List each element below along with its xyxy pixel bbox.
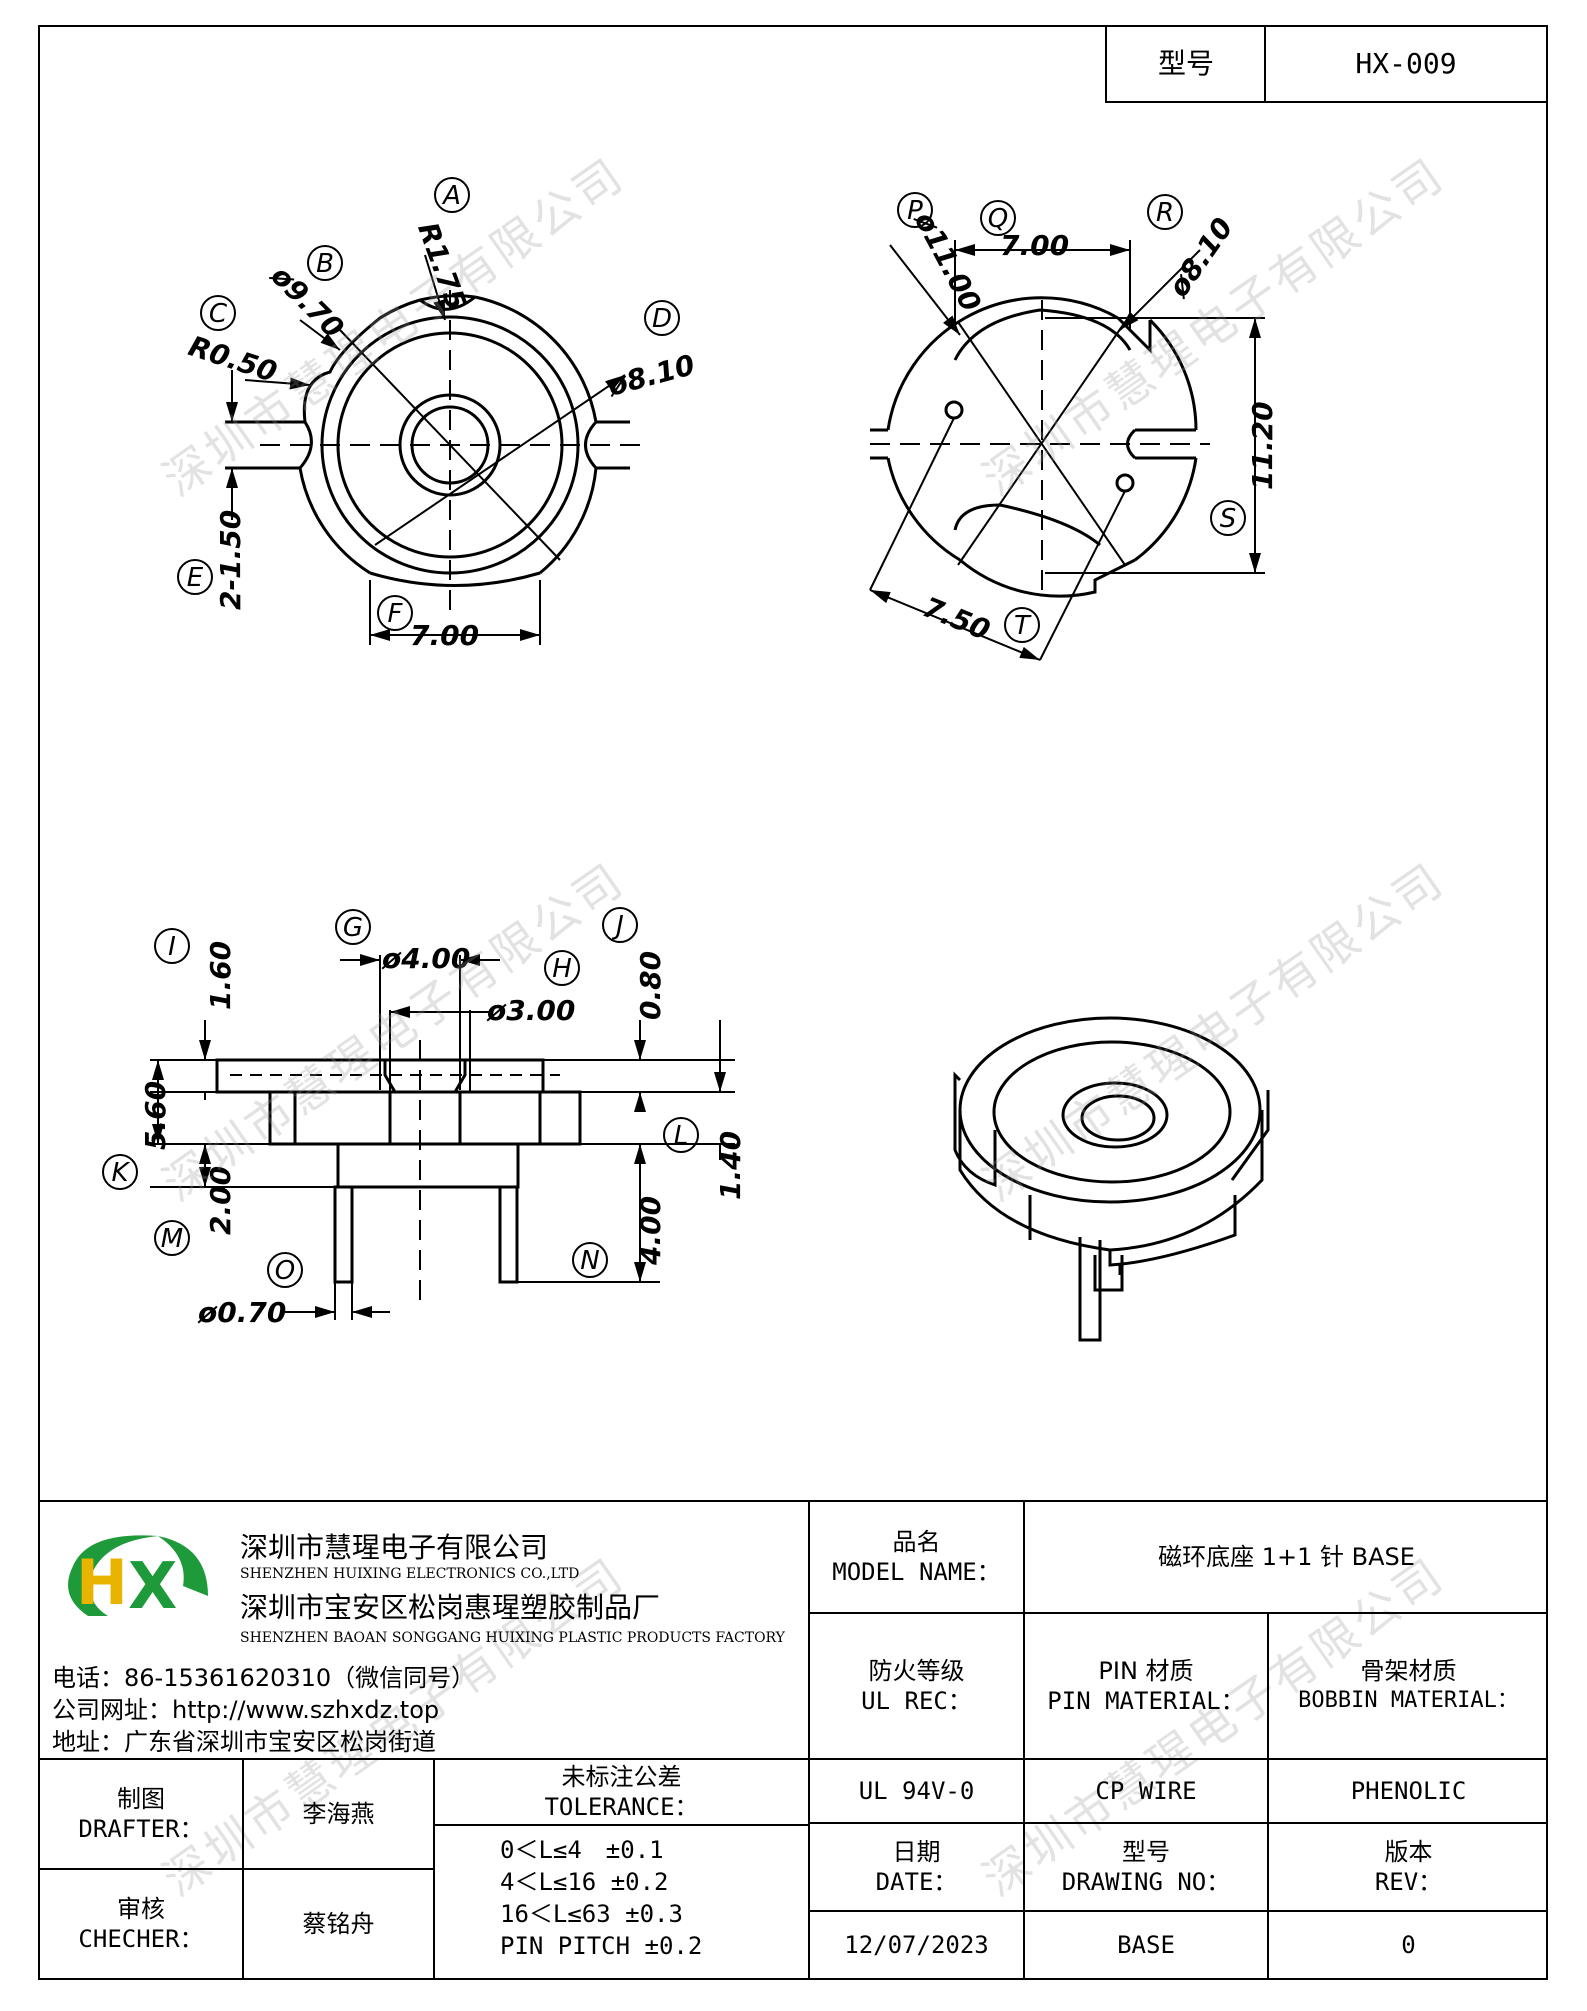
tolerance-row: PIN PITCH ±0.2	[500, 1932, 703, 1960]
svg-text:X: X	[128, 1550, 177, 1624]
label-s: S	[1220, 504, 1237, 534]
model-name-label: 品名 MODEL NAME：	[832, 1528, 1001, 1586]
tolerance-row: 4＜L≤16 ±0.2	[500, 1868, 669, 1896]
label-n: N	[580, 1246, 599, 1276]
drafter-name: 李海燕	[302, 1800, 375, 1828]
label-r: R	[1156, 198, 1174, 228]
model-box-label: 型号	[1157, 47, 1214, 80]
model-box-value: HX-009	[1355, 47, 1457, 80]
tolerance-label: 未标注公差 TOLERANCE：	[544, 1763, 699, 1821]
date-label: 日期 DATE：	[875, 1838, 958, 1896]
factory-name-cn: 深圳市宝安区松岗惠瑆塑胶制品厂	[240, 1591, 661, 1624]
factory-name-en: SHENZHEN BAOAN SONGGANG HUIXING PLASTIC …	[240, 1630, 785, 1646]
dim-w750: 7.50	[918, 590, 994, 646]
label-k: K	[111, 1158, 130, 1188]
checker-label: 审核 CHECHER：	[78, 1895, 204, 1953]
ul-rec-label: 防火等级 UL REC：	[861, 1657, 972, 1715]
company-address: 地址：广东省深圳市宝安区松岗街道	[52, 1728, 436, 1756]
top-view-left	[225, 294, 630, 587]
model-name-value: 磁环底座 1+1 针 BASE	[1158, 1543, 1415, 1571]
model-box: 型号 HX-009	[1105, 25, 1548, 103]
label-d: D	[652, 304, 672, 334]
label-q: Q	[988, 204, 1008, 234]
dim-d810: ø8.10	[603, 348, 698, 403]
label-m: M	[161, 1224, 183, 1254]
pin-material-label: PIN 材质 PIN MATERIAL：	[1047, 1657, 1245, 1715]
dim-w700-left: 7.00	[410, 619, 479, 652]
drawing-no-value: BASE	[1117, 1931, 1175, 1959]
label-g: G	[343, 913, 363, 943]
top-view-right	[870, 296, 1198, 598]
dim-d300: ø3.00	[486, 994, 575, 1027]
dim-d400: ø4.00	[381, 942, 470, 975]
company-logo: H X	[48, 1516, 218, 1636]
label-i: I	[168, 932, 176, 962]
tolerance-list: 0＜L≤4 ±0.1 4＜L≤16 ±0.2 16＜L≤63 ±0.3 PIN …	[500, 1834, 800, 1962]
company-name-en: SHENZHEN HUIXING ELECTRONICS CO.,LTD	[240, 1566, 580, 1582]
svg-text:H: H	[76, 1546, 128, 1619]
date-value: 12/07/2023	[844, 1931, 989, 1959]
dim-d970: ø9.70	[264, 258, 350, 344]
tolerance-row: 0＜L≤4 ±0.1	[500, 1836, 664, 1864]
technical-drawing: R1.75 ø9.70 R0.50 ø8.10 2-1.50 7.00 A B …	[102, 177, 1279, 1342]
company-website: 公司网址：http://www.szhxdz.top	[52, 1696, 440, 1724]
company-phone: 电话：86-15361620310（微信同号）	[52, 1664, 476, 1692]
dim-h1120: 11.20	[1246, 401, 1279, 490]
rev-label: 版本 REV：	[1374, 1838, 1443, 1896]
bobbin-material-value: PHENOLIC	[1350, 1777, 1467, 1805]
label-e: E	[187, 563, 204, 593]
label-t: T	[1014, 611, 1032, 641]
label-h: H	[552, 954, 572, 984]
label-o: O	[275, 1256, 295, 1286]
isometric-view	[953, 1016, 1270, 1342]
dim-h080: 0.80	[634, 951, 667, 1020]
label-p: P	[907, 196, 923, 226]
dim-w150: 2-1.50	[214, 510, 247, 610]
dim-w700-right: 7.00	[1000, 229, 1069, 262]
dim-h400: 4.00	[634, 1196, 667, 1266]
drafter-label: 制图 DRAFTER：	[78, 1785, 204, 1843]
dim-h140: 1.40	[714, 1131, 747, 1200]
company-name-cn: 深圳市慧瑆电子有限公司	[240, 1531, 549, 1564]
label-c: C	[209, 299, 228, 329]
label-l: L	[674, 1121, 689, 1151]
label-b: B	[316, 249, 334, 279]
drawing-no-label: 型号 DRAWING NO：	[1061, 1838, 1231, 1896]
dim-h560: 5.60	[139, 1081, 172, 1150]
dim-d070: ø0.70	[197, 1296, 286, 1329]
title-block: H X 深圳市慧瑆电子有限公司 SHENZHEN HUIXING ELECTRO…	[38, 1500, 1548, 1980]
dim-h160: 1.60	[204, 941, 237, 1010]
dim-h200: 2.00	[204, 1166, 237, 1235]
checker-name: 蔡铭舟	[302, 1910, 375, 1938]
label-f: F	[388, 599, 404, 629]
rev-value: 0	[1401, 1931, 1416, 1959]
bobbin-material-label: 骨架材质 BOBBIN MATERIAL：	[1298, 1657, 1519, 1713]
pin-material-value: CP WIRE	[1095, 1777, 1197, 1805]
tolerance-row: 16＜L≤63 ±0.3	[500, 1900, 683, 1928]
label-a: A	[441, 181, 461, 211]
label-j: J	[611, 911, 624, 941]
ul-rec-value: UL 94V-0	[858, 1777, 975, 1805]
side-view	[215, 1058, 582, 1284]
